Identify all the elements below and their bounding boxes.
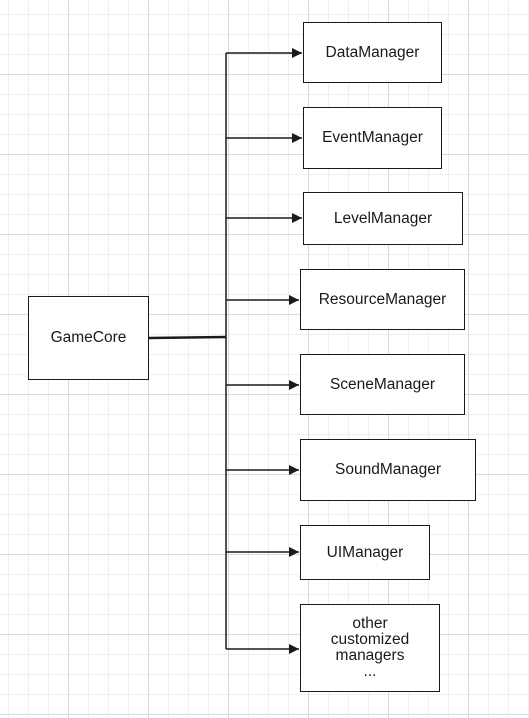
level-manager-node: LevelManager [303,192,463,245]
ui-manager-node: UIManager [300,525,430,580]
node-label-line: DataManager [325,43,420,61]
event-manager-node: EventManager [303,107,442,169]
other-managers-node: other customized managers ... [300,604,440,692]
node-label-line: LevelManager [333,209,433,227]
resource-manager-node: ResourceManager [300,269,465,330]
data-manager-node: DataManager [303,22,442,83]
scene-manager-node: SceneManager [300,354,465,415]
node-label-line: ... [363,663,377,680]
node-label-line: managers [335,647,405,664]
node-label-line: SoundManager [335,461,441,478]
node-label-line: EventManager [322,129,423,146]
node-label-line: SceneManager [329,375,436,393]
node-label-line: UIManager [326,543,404,561]
root-connector-line [148,335,227,340]
node-label-line: customized [330,631,410,648]
gamecore-node: GameCore [28,296,149,380]
sound-manager-node: SoundManager [300,439,476,501]
gamecore-label: GameCore [50,329,127,346]
node-label-line: other [352,615,388,632]
node-label-line: ResourceManager [318,290,447,308]
